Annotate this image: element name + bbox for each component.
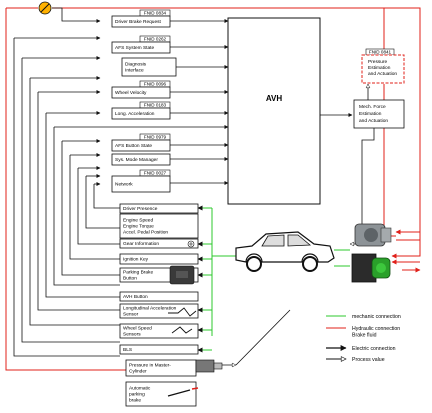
- text-line: Sensor: [123, 312, 139, 318]
- text-line: Diagnosis: [125, 62, 147, 68]
- text-line: Parking Brake: [123, 270, 153, 276]
- fnid-code: FNID 0834: [144, 10, 167, 15]
- fnid-code: FNID 0979: [144, 134, 167, 139]
- text-line: Accel. Pedal Position: [123, 230, 168, 236]
- parking-brake-lever-icon: [167, 387, 199, 397]
- text-line: Sensors: [123, 332, 141, 338]
- text-line: Long. Acceleration: [115, 111, 155, 117]
- fnid-code: FNID 0183: [144, 102, 167, 107]
- switch-valve-icon: [38, 1, 52, 15]
- input-block: Ignition Key: [119, 253, 199, 265]
- text-line: parking: [129, 392, 145, 398]
- text-line: mechanic connection: [352, 314, 401, 320]
- mechanic-lines: [197, 205, 350, 353]
- input-block: AVH Button: [119, 291, 199, 302]
- actuator-icon: [351, 253, 391, 283]
- text-line: Automatic: [129, 386, 151, 392]
- avh-label: AVH: [266, 94, 283, 103]
- text-line: Driver Brake Request: [115, 19, 162, 25]
- text-line: brake: [129, 398, 141, 404]
- text-line: Estimation: [368, 65, 391, 71]
- hydraulic-lines: [5, 7, 421, 371]
- avh-block: AVH: [227, 17, 321, 205]
- input-block: BLS: [119, 344, 199, 355]
- text-line: AVH Button: [123, 294, 148, 300]
- text-line: Pressure: [368, 59, 388, 65]
- text-line: Button: [123, 276, 137, 282]
- legend-item-mechanic: mechanic connection: [326, 314, 401, 320]
- text-line: and Actuation: [368, 71, 397, 77]
- text-line: Ignition Key: [123, 257, 149, 263]
- legend-item-process: Process value: [326, 357, 385, 363]
- text-line: AFS Button State: [115, 143, 152, 149]
- text-line: Electric connection: [352, 346, 396, 352]
- input-block: Pressure in Master-Cylinder: [125, 359, 197, 377]
- electric-lines: [13, 7, 375, 365]
- text-line: Hydraulic connection: [352, 326, 400, 332]
- input-block: Driver Presence: [119, 203, 199, 214]
- text-line: Cylinder: [129, 369, 147, 375]
- function-block: Sys. Mode Manager: [111, 153, 171, 166]
- brake-caliper-icon: [354, 223, 392, 247]
- text-line: Interface: [125, 68, 144, 74]
- text-line: Longitudinal Acceleration: [123, 306, 177, 312]
- text-line: Wheel Velocity: [115, 90, 147, 96]
- text-line: Network: [115, 182, 133, 188]
- text-line: Pressure in Master-: [129, 363, 171, 369]
- text-line: Engine Torque: [123, 224, 154, 230]
- fnid-code: FNID 0841: [369, 49, 392, 54]
- text-line: Wheel Speed: [123, 326, 152, 332]
- text-line: Estimation: [359, 111, 382, 117]
- text-line: Sys. Mode Manager: [115, 157, 158, 163]
- fnid-code: FNID 0096: [144, 81, 167, 86]
- master-cylinder-icon: [195, 359, 223, 373]
- text-line: Gear Information: [123, 241, 159, 247]
- wheel-speed-sensor-icon: [171, 326, 193, 334]
- text-line: BLS: [123, 347, 132, 353]
- text-line: and Actuation: [359, 118, 388, 124]
- gear-icon: [187, 240, 195, 248]
- text-line: Mech. Force: [359, 104, 386, 110]
- text-line: AFS System State: [115, 45, 155, 51]
- acceleration-sensor-icon: [168, 307, 197, 317]
- fnid-code: FNID 0262: [144, 36, 167, 41]
- parking-brake-button-icon: [169, 265, 195, 285]
- fnid-code: FNID 0027: [144, 170, 167, 175]
- text-line: Brake fluid: [352, 332, 377, 338]
- text-line: Engine Speed: [123, 218, 153, 224]
- text-line: Driver Presence: [123, 206, 158, 212]
- car-icon: [235, 231, 335, 272]
- legend-item-electric: Electric connection: [326, 345, 396, 352]
- input-block: Gear Information: [119, 238, 199, 249]
- text-line: Process value: [352, 357, 385, 363]
